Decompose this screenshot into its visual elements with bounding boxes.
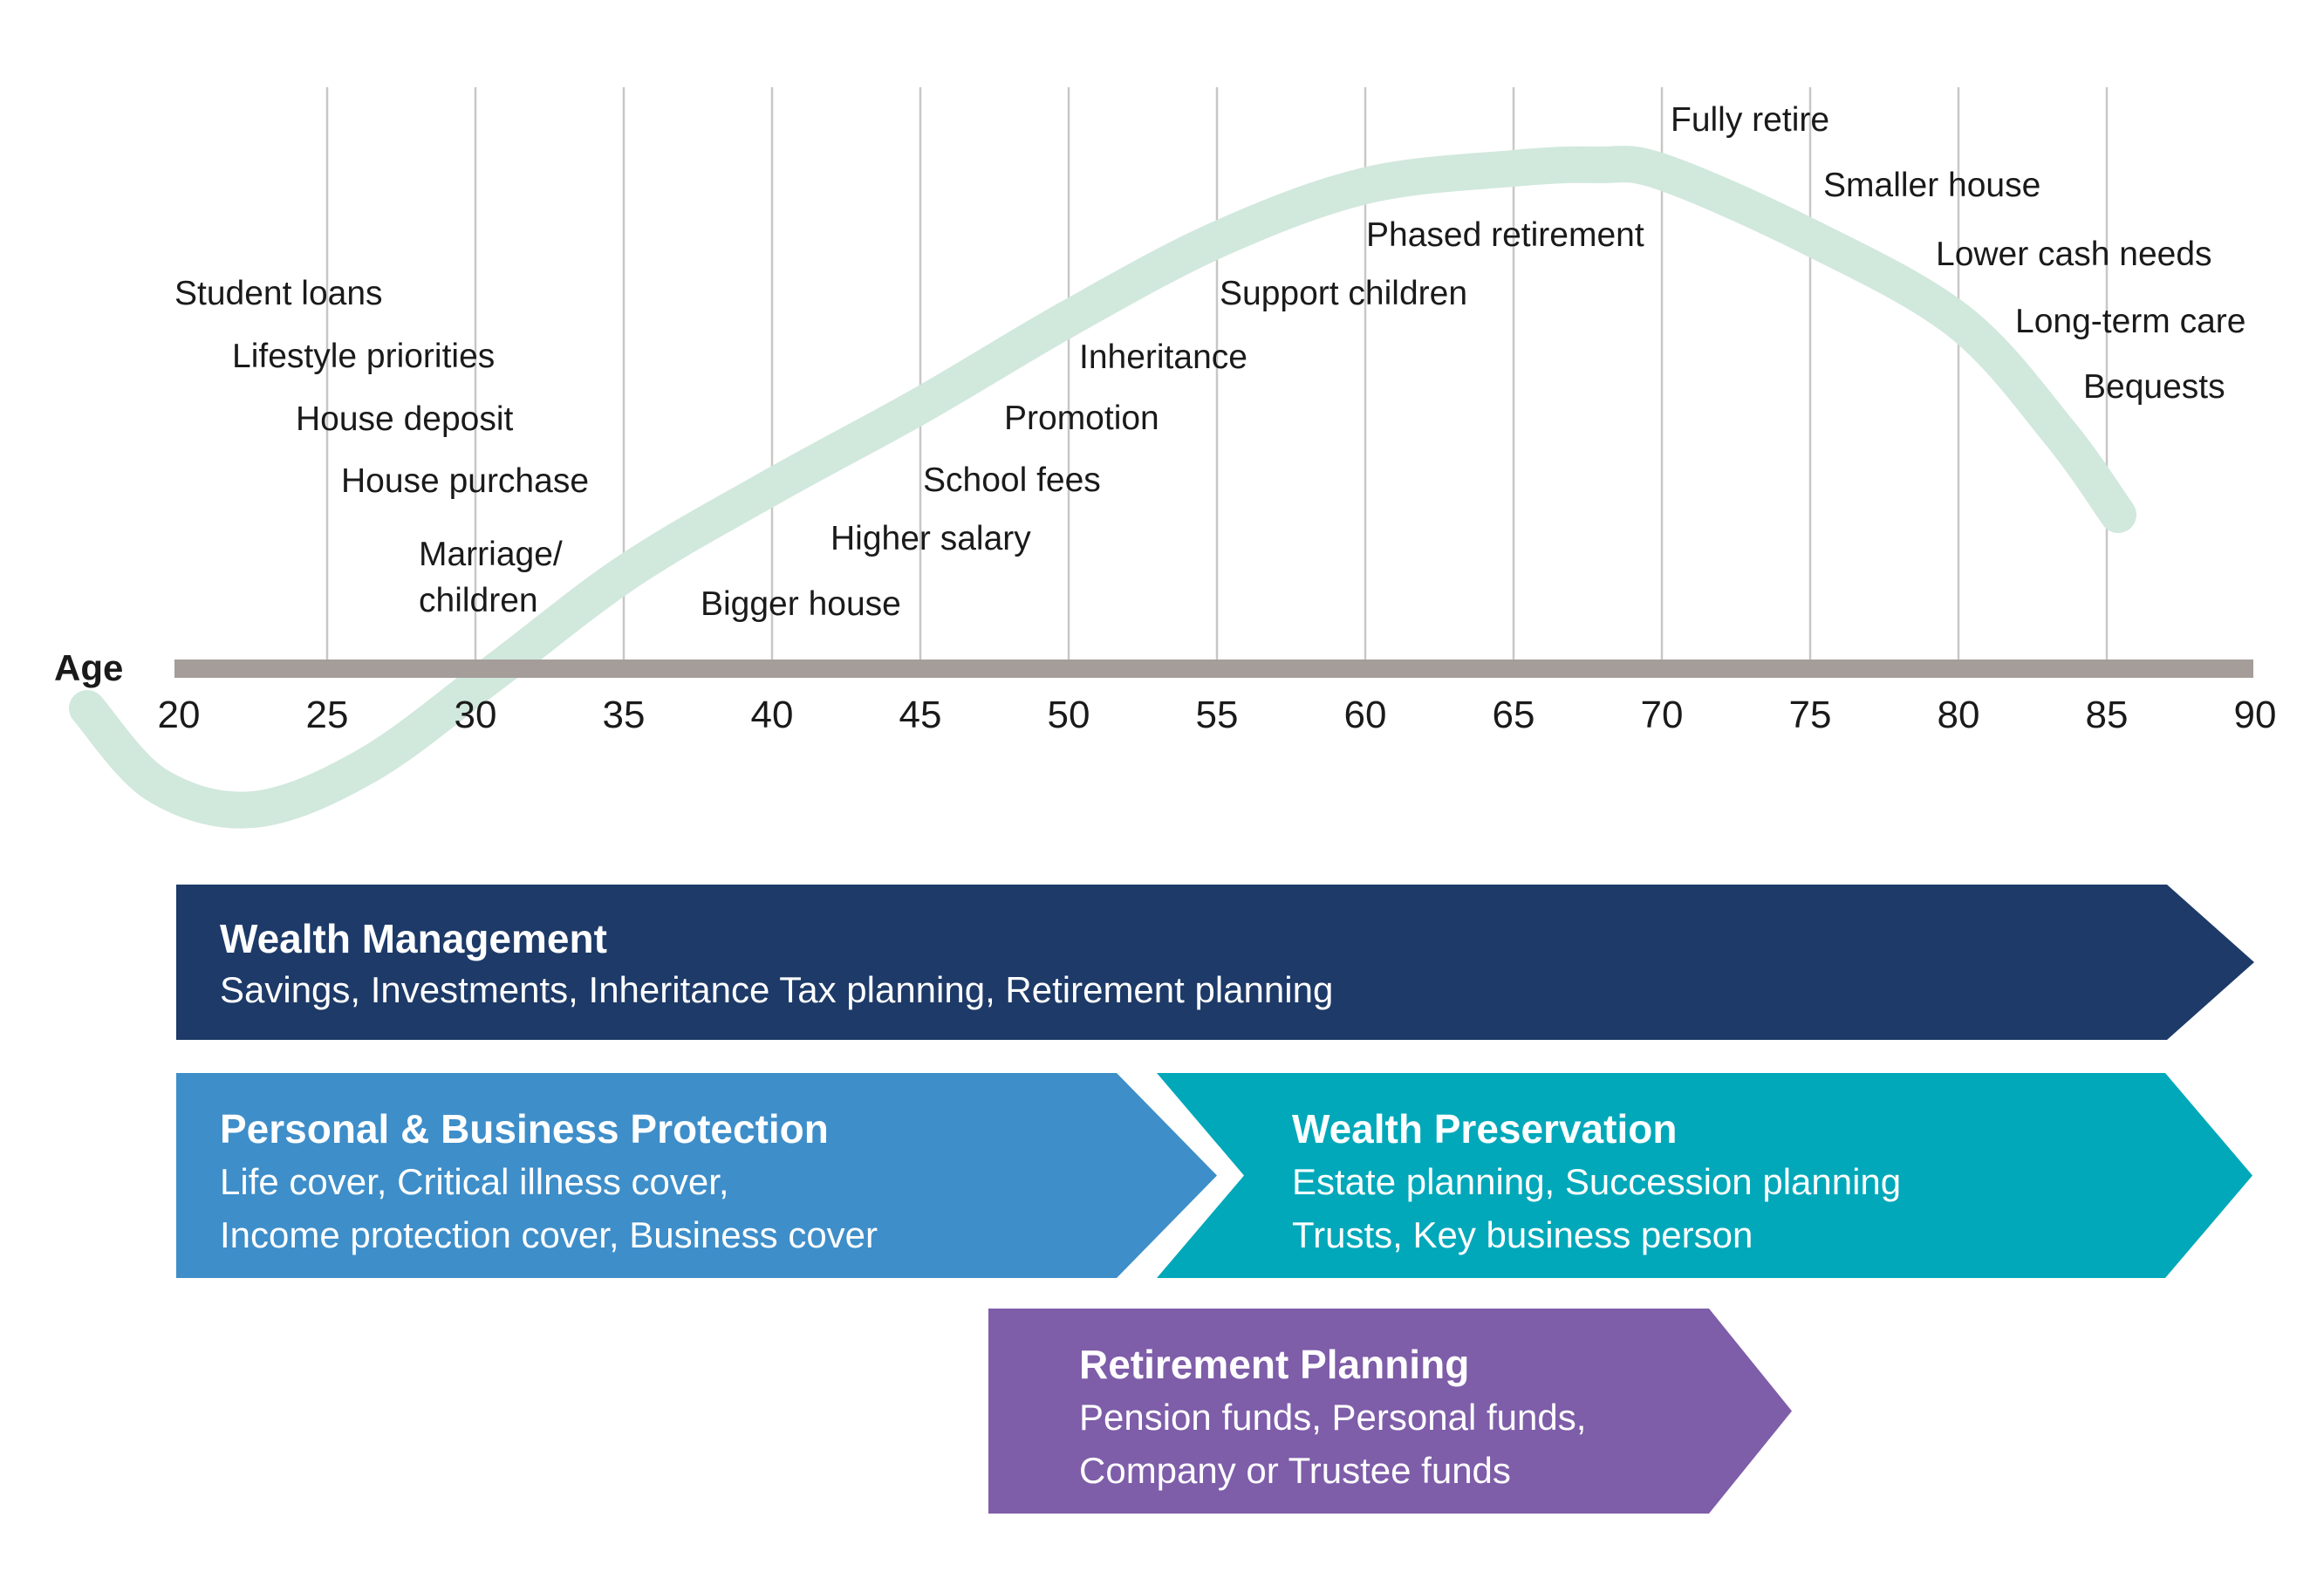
event-marriage-children: Marriage/ children bbox=[419, 536, 563, 619]
band-personal-business-protection-title: Personal & Business Protection bbox=[220, 1106, 829, 1152]
event-fully-retire: Fully retire bbox=[1671, 101, 1830, 139]
band-personal-business-protection: Personal & Business Protection Life cove… bbox=[176, 1073, 1217, 1278]
event-support-children: Support children bbox=[1220, 275, 1468, 312]
event-smaller-house: Smaller house bbox=[1823, 167, 2041, 204]
event-higher-salary: Higher salary bbox=[830, 520, 1031, 557]
event-lifestyle-priorities: Lifestyle priorities bbox=[232, 338, 496, 375]
band-wealth-management-line: Savings, Investments, Inheritance Tax pl… bbox=[220, 969, 1334, 1010]
band-wealth-preservation-line1: Estate planning, Succession planning bbox=[1292, 1161, 1902, 1202]
band-retirement-planning-line1: Pension funds, Personal funds, bbox=[1079, 1397, 1587, 1438]
event-student-loans: Student loans bbox=[174, 275, 383, 312]
gridlines bbox=[325, 87, 2109, 660]
band-retirement-planning: Retirement Planning Pension funds, Perso… bbox=[988, 1309, 1792, 1514]
age-tick-30: 30 bbox=[454, 694, 497, 736]
age-axis-label: Age bbox=[54, 647, 124, 688]
event-school-fees: School fees bbox=[923, 461, 1101, 499]
band-personal-business-protection-line1: Life cover, Critical illness cover, bbox=[220, 1161, 729, 1202]
age-axis-bar bbox=[174, 660, 2253, 678]
band-retirement-planning-line2: Company or Trustee funds bbox=[1079, 1450, 1511, 1491]
age-tick-75: 75 bbox=[1788, 694, 1832, 736]
age-tick-55: 55 bbox=[1195, 694, 1239, 736]
age-tick-70: 70 bbox=[1640, 694, 1684, 736]
event-house-purchase: House purchase bbox=[341, 462, 590, 500]
band-wealth-preservation-title: Wealth Preservation bbox=[1292, 1106, 1678, 1152]
age-tick-45: 45 bbox=[899, 694, 942, 736]
wealth-curve bbox=[69, 146, 2136, 829]
age-tick-80: 80 bbox=[1937, 694, 1980, 736]
band-wealth-preservation: Wealth Preservation Estate planning, Suc… bbox=[1157, 1073, 2252, 1278]
band-retirement-planning-title: Retirement Planning bbox=[1079, 1342, 1470, 1387]
band-wealth-management-title: Wealth Management bbox=[220, 916, 607, 961]
event-lower-cash-needs: Lower cash needs bbox=[1936, 236, 2212, 273]
event-bequests: Bequests bbox=[2083, 368, 2225, 406]
age-tick-25: 25 bbox=[305, 694, 349, 736]
age-tick-50: 50 bbox=[1047, 694, 1090, 736]
age-tick-85: 85 bbox=[2085, 694, 2129, 736]
event-bigger-house: Bigger house bbox=[701, 585, 901, 623]
event-house-deposit: House deposit bbox=[296, 400, 514, 438]
age-tick-40: 40 bbox=[750, 694, 794, 736]
age-tick-65: 65 bbox=[1492, 694, 1535, 736]
age-tick-20: 20 bbox=[157, 694, 201, 736]
band-wealth-preservation-line2: Trusts, Key business person bbox=[1292, 1214, 1753, 1255]
age-tick-90: 90 bbox=[2233, 694, 2277, 736]
event-promotion: Promotion bbox=[1004, 400, 1159, 437]
band-wealth-management: Wealth Management Savings, Investments, … bbox=[176, 885, 2254, 1040]
event-inheritance: Inheritance bbox=[1079, 338, 1247, 376]
age-tick-35: 35 bbox=[602, 694, 646, 736]
event-long-term-care: Long-term care bbox=[2015, 303, 2246, 340]
band-personal-business-protection-line2: Income protection cover, Business cover bbox=[220, 1214, 878, 1255]
event-phased-retirement: Phased retirement bbox=[1366, 216, 1644, 254]
age-tick-60: 60 bbox=[1343, 694, 1387, 736]
